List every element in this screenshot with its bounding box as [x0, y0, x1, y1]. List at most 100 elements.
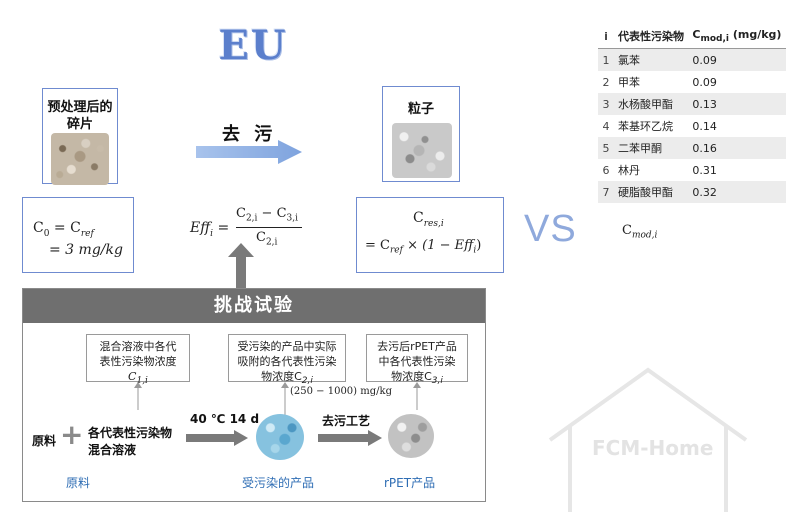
res-part-a: = C	[365, 238, 390, 253]
cref-sub: ref	[80, 228, 94, 239]
box1-line3: C1,i	[87, 369, 189, 389]
pellets-image	[392, 123, 452, 178]
den: C	[256, 230, 266, 245]
cres-sub: res,i	[423, 218, 444, 229]
box-solution-concentration: 混合溶液中各代 表性污染物浓度 C1,i	[86, 334, 190, 386]
label-rpet: rPET产品	[384, 476, 436, 490]
num-b-sub: 3,i	[286, 213, 299, 224]
fragments-card: 预处理后的 碎片	[42, 88, 118, 185]
header-cmod-symbol: C	[692, 28, 701, 41]
row-name: 甲苯	[618, 76, 640, 90]
res-part-c: )	[476, 238, 482, 253]
header-unit: (mg/kg)	[732, 28, 782, 41]
table-row: 1 氯苯 0.09	[598, 48, 786, 72]
vs-label: VS	[524, 208, 577, 250]
box2-c-sub: 2,i	[301, 376, 313, 387]
box3-line2: 中各代表性污染	[378, 355, 456, 368]
eff-lhs: Effi =	[190, 220, 230, 239]
box2-text: 物浓度C	[261, 370, 302, 383]
up-arrow	[228, 243, 254, 289]
plus-icon: +	[60, 418, 84, 451]
header-cmod-sub: mod,i	[700, 34, 729, 45]
eff-denominator: C2,i	[256, 230, 277, 248]
eff-symbol: Eff	[190, 220, 211, 236]
row-value: 0.32	[688, 181, 786, 204]
decontam-arrow-label: 去 污	[222, 124, 277, 145]
table-row: 2 甲苯 0.09	[598, 71, 786, 93]
row-index: 5	[598, 137, 614, 160]
condition-arrow	[186, 430, 248, 446]
condition-label: 40 ℃ 14 d	[190, 412, 260, 426]
table-header-index: i	[598, 24, 614, 50]
row-value: 0.09	[692, 75, 717, 89]
cref-symbol: C	[70, 220, 81, 236]
row-value: 0.14	[692, 119, 717, 133]
row-name: 林丹	[618, 164, 640, 178]
row-name: 氯苯	[614, 48, 689, 72]
row-index: 3	[598, 93, 614, 116]
table-header-row: i 代表性污染物 Cmod,i (mg/kg)	[598, 24, 786, 50]
formula-res-line2: = Cref × (1 − Effi)	[365, 238, 481, 256]
formula-c0-line2: = 3 mg/kg	[49, 242, 123, 258]
box-residual-concentration: 去污后rPET产品 中各代表性污染 物浓度C3,i	[366, 334, 468, 386]
pellets-card: 粒子	[382, 86, 460, 182]
row-value: 0.13	[688, 93, 786, 116]
num-a: C	[236, 206, 246, 221]
row-index: 2	[602, 75, 610, 89]
res-part-a-sub: ref	[389, 245, 403, 256]
raw-material-text: 原料	[32, 434, 57, 448]
box2-line2: 吸附的各代表性污染	[237, 355, 337, 368]
rpet-product-image	[388, 414, 434, 458]
formula-c0-box: C0 = Cref = 3 mg/kg	[22, 197, 134, 273]
c0-sub: 0	[43, 228, 50, 239]
row-name: 硬脂酸甲酯	[614, 181, 689, 204]
table-row: 4 苯基环乙烷 0.14	[598, 115, 786, 137]
eff-numerator: C2,i − C3,i	[236, 206, 299, 224]
cmod-sub: mod,i	[631, 230, 658, 241]
row-index: 7	[598, 181, 614, 204]
row-value: 0.31	[692, 163, 717, 177]
den-sub: 2,i	[265, 237, 278, 248]
formula-res-box: Cres,i = Cref × (1 − Effi)	[356, 197, 504, 273]
box-adsorbed-concentration: 受污染的产品中实际 吸附的各代表性污染 物浓度C2,i	[228, 334, 346, 386]
box1-c: C	[128, 370, 137, 383]
row-index: 4	[602, 119, 610, 133]
num-a-sub: 2,i	[245, 213, 258, 224]
solution-line1: 各代表性污染物	[88, 426, 173, 440]
decontam-arrow	[196, 140, 302, 164]
box1-c-sub: 1,i	[136, 376, 148, 387]
solution-line2: 混合溶液	[88, 443, 137, 457]
process-arrow	[318, 430, 382, 446]
box1-line2: 表性污染物浓度	[99, 355, 177, 368]
row-name: 二苯甲酮	[614, 137, 689, 160]
process-label: 去污工艺	[322, 414, 371, 428]
res-part-b-sub: i	[473, 245, 477, 256]
row-name: 苯基环乙烷	[618, 120, 673, 134]
row-name: 水杨酸甲酯	[614, 93, 689, 116]
row-index: 6	[602, 163, 610, 177]
range-label: (250 − 1000) mg/kg	[290, 386, 392, 397]
box2-line1: 受污染的产品中实际	[237, 340, 337, 353]
eff-sub: i	[210, 228, 214, 239]
box3-line3: 物浓度C3,i	[367, 369, 467, 389]
cmod-symbol: C	[622, 223, 632, 238]
box2-line3: 物浓度C2,i	[229, 369, 345, 389]
eu-title: EU	[218, 22, 288, 69]
pollutant-table: i 代表性污染物 Cmod,i (mg/kg) 1 氯苯 0.09 2 甲苯 0…	[598, 24, 786, 204]
res-part-b: × (1 − Eff	[407, 238, 474, 253]
cmod-label: Cmod,i	[622, 223, 657, 241]
table-row: 3 水杨酸甲酯 0.13	[598, 93, 786, 116]
box3-c-sub: 3,i	[431, 376, 443, 387]
row-value: 0.09	[688, 48, 786, 72]
row-value: 0.16	[688, 137, 786, 160]
box3-line1: 去污后rPET产品	[377, 340, 457, 353]
box-connector-arrows	[134, 382, 421, 416]
formula-res-line1: Cres,i	[413, 210, 444, 229]
challenge-panel: 挑战试验	[22, 288, 486, 502]
contaminated-product-image	[256, 414, 304, 460]
pellets-card-title: 粒子	[407, 102, 434, 117]
table-row: 7 硬脂酸甲酯 0.32	[598, 181, 786, 204]
label-raw: 原料	[66, 476, 91, 490]
box1-line1: 混合溶液中各代	[99, 340, 177, 353]
num-b: C	[276, 206, 287, 221]
